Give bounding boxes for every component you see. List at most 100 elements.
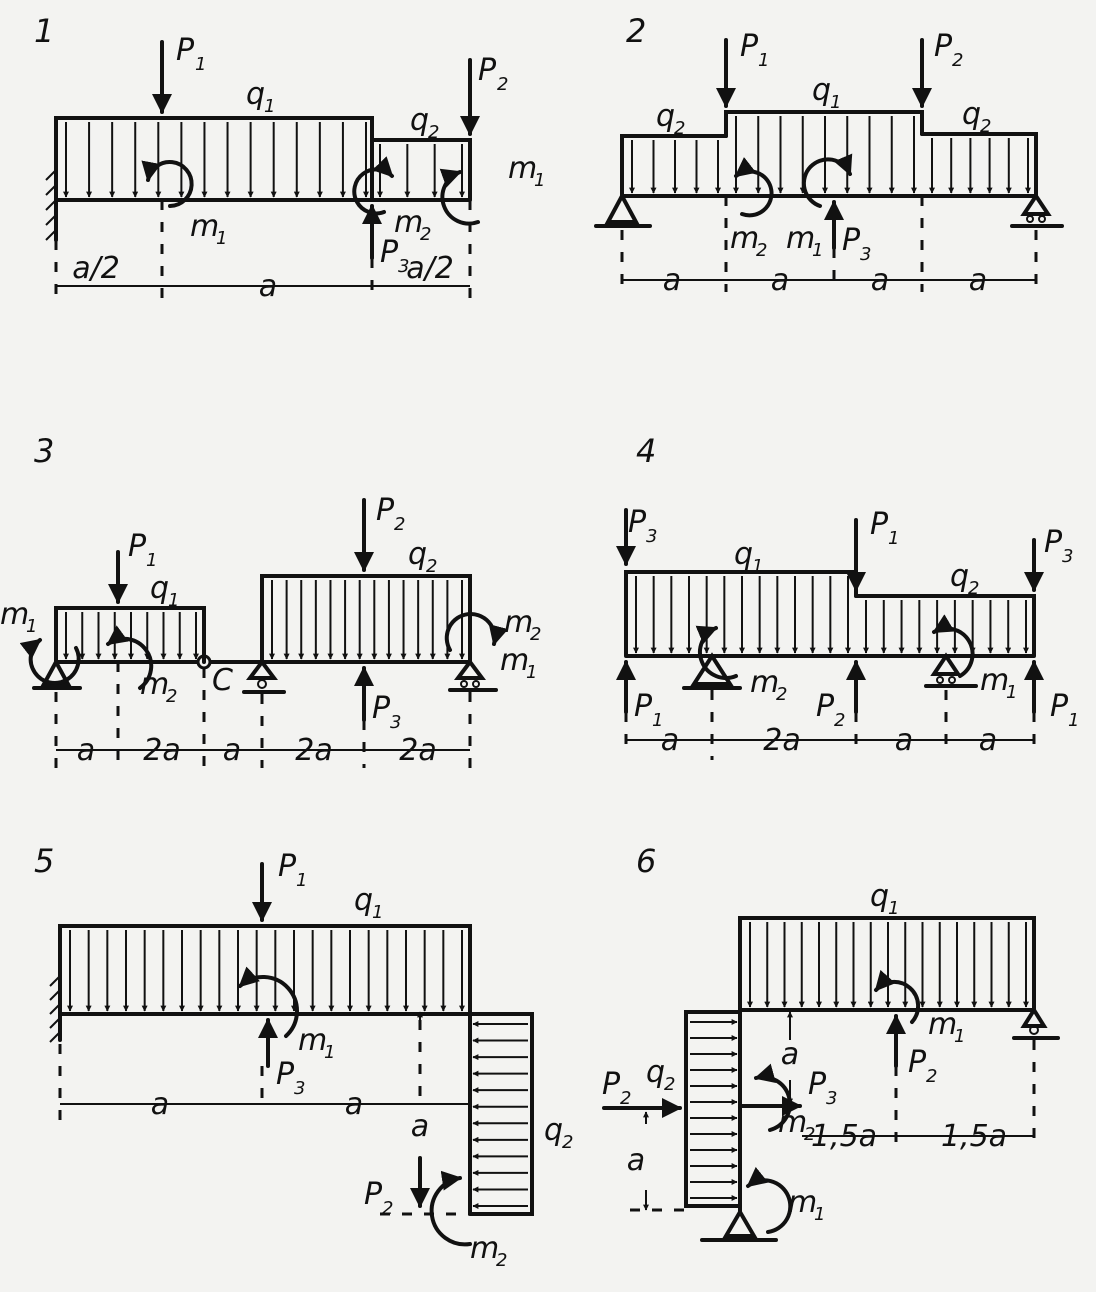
- roller-support-right: [924, 652, 978, 688]
- svg-text:m: m: [928, 1007, 957, 1042]
- svg-text:q: q: [544, 1113, 563, 1148]
- svg-text:q: q: [646, 1055, 665, 1090]
- figure-number: 6: [636, 842, 656, 880]
- svg-text:m: m: [500, 643, 529, 678]
- svg-text:m: m: [470, 1231, 499, 1266]
- pin-support-left: [594, 191, 652, 228]
- svg-text:2: 2: [496, 1250, 507, 1271]
- svg-text:2a: 2a: [143, 733, 180, 768]
- moment-arc-m1: [19, 638, 81, 685]
- label-m1: m: [190, 209, 219, 244]
- svg-text:q: q: [656, 99, 675, 134]
- figure-number: 3: [34, 432, 54, 470]
- svg-text:P: P: [364, 1177, 383, 1212]
- svg-text:2a: 2a: [763, 723, 800, 758]
- figure-2: 2: [594, 12, 1064, 298]
- svg-text:1: 1: [954, 1026, 965, 1047]
- svg-text:3: 3: [1062, 546, 1073, 567]
- dimension-labels: a 2a a a: [661, 723, 997, 758]
- svg-text:P: P: [1044, 525, 1063, 560]
- figure-number: 1: [34, 12, 54, 50]
- svg-text:a/2: a/2: [406, 251, 454, 286]
- svg-text:a: a: [345, 1087, 363, 1122]
- moment-arc-m2: [429, 1170, 472, 1247]
- moment-arc-m1-bottom: [746, 1166, 793, 1234]
- svg-text:3: 3: [294, 1078, 305, 1099]
- pin-support-left: [682, 652, 742, 690]
- svg-text:m: m: [786, 221, 815, 256]
- svg-text:1: 1: [652, 710, 663, 731]
- svg-text:1,5a: 1,5a: [811, 1119, 877, 1154]
- svg-text:q: q: [150, 571, 169, 606]
- label-p3: P: [380, 235, 399, 270]
- svg-text:P: P: [372, 691, 391, 726]
- moment-arc-m1: [141, 160, 194, 208]
- svg-text:1: 1: [146, 550, 157, 571]
- distributed-load-q2-left: [620, 134, 728, 198]
- dimension-labels: a 2a a 2a 2a: [77, 733, 437, 768]
- svg-text:2: 2: [530, 624, 541, 645]
- svg-text:q: q: [950, 559, 969, 594]
- svg-text:a: a: [771, 263, 789, 298]
- svg-text:P: P: [842, 223, 861, 258]
- figure-6: 6 a: [602, 842, 1060, 1242]
- moment-arc-m1-top: [874, 969, 921, 1024]
- svg-text:1: 1: [324, 1042, 335, 1063]
- moment-arc-m2: [352, 156, 394, 216]
- moment-arc-m1: [801, 153, 853, 208]
- svg-text:a: a: [979, 723, 997, 758]
- svg-text:P: P: [628, 505, 647, 540]
- svg-text:1: 1: [1068, 710, 1079, 731]
- moment-arc-m1-end: [439, 168, 480, 226]
- svg-text:1: 1: [372, 902, 383, 923]
- dimension-labels: a/2 a a/2: [72, 251, 454, 304]
- dimension-labels: a a a: [151, 1087, 429, 1144]
- svg-text:a: a: [663, 263, 681, 298]
- figure-number: 2: [626, 12, 646, 50]
- moment-arc-m2-right: [444, 611, 509, 652]
- svg-text:2: 2: [674, 118, 685, 139]
- svg-text:P: P: [1050, 689, 1069, 724]
- svg-text:2: 2: [620, 1088, 631, 1109]
- moment-arc-m2: [734, 157, 774, 218]
- figure-3: 3: [0, 432, 541, 768]
- label-q2-sub: 2: [428, 122, 439, 143]
- svg-text:a: a: [895, 723, 913, 758]
- svg-text:P: P: [808, 1067, 827, 1102]
- svg-text:P: P: [128, 529, 147, 564]
- svg-text:q: q: [962, 97, 981, 132]
- label-p1-sub: 1: [195, 54, 206, 75]
- svg-text:1: 1: [526, 662, 537, 683]
- svg-text:2: 2: [952, 50, 963, 71]
- figure-number: 4: [636, 432, 656, 470]
- svg-text:a: a: [871, 263, 889, 298]
- label-p3-sub: 3: [398, 256, 409, 277]
- svg-text:m: m: [750, 665, 779, 700]
- svg-text:m: m: [980, 663, 1009, 698]
- svg-text:a: a: [661, 723, 679, 758]
- svg-text:P: P: [634, 689, 653, 724]
- svg-text:P: P: [908, 1045, 927, 1080]
- svg-text:m: m: [504, 605, 533, 640]
- roller-support-right: [1010, 192, 1064, 228]
- label-m1-end: m: [508, 151, 537, 186]
- dimension-labels: a a 1,5a 1,5a: [627, 1037, 1007, 1178]
- svg-text:a/2: a/2: [72, 251, 120, 286]
- label-q1: q: [246, 77, 265, 112]
- distributed-load-q1: [724, 110, 924, 194]
- figure-5: 5 a a a P 1 q 1: [34, 842, 573, 1271]
- svg-text:2: 2: [776, 684, 787, 705]
- svg-text:2: 2: [166, 686, 177, 707]
- dimension-labels: a a a a: [663, 263, 987, 298]
- svg-text:1: 1: [758, 50, 769, 71]
- svg-text:2: 2: [834, 710, 845, 731]
- svg-text:2a: 2a: [399, 733, 436, 768]
- moment-arc-m1: [238, 966, 299, 1038]
- svg-text:a: a: [151, 1087, 169, 1122]
- label-p2: P: [478, 53, 497, 88]
- svg-text:m: m: [788, 1185, 817, 1220]
- svg-text:3: 3: [860, 244, 871, 265]
- svg-text:3: 3: [390, 712, 401, 733]
- svg-text:2: 2: [562, 1132, 573, 1153]
